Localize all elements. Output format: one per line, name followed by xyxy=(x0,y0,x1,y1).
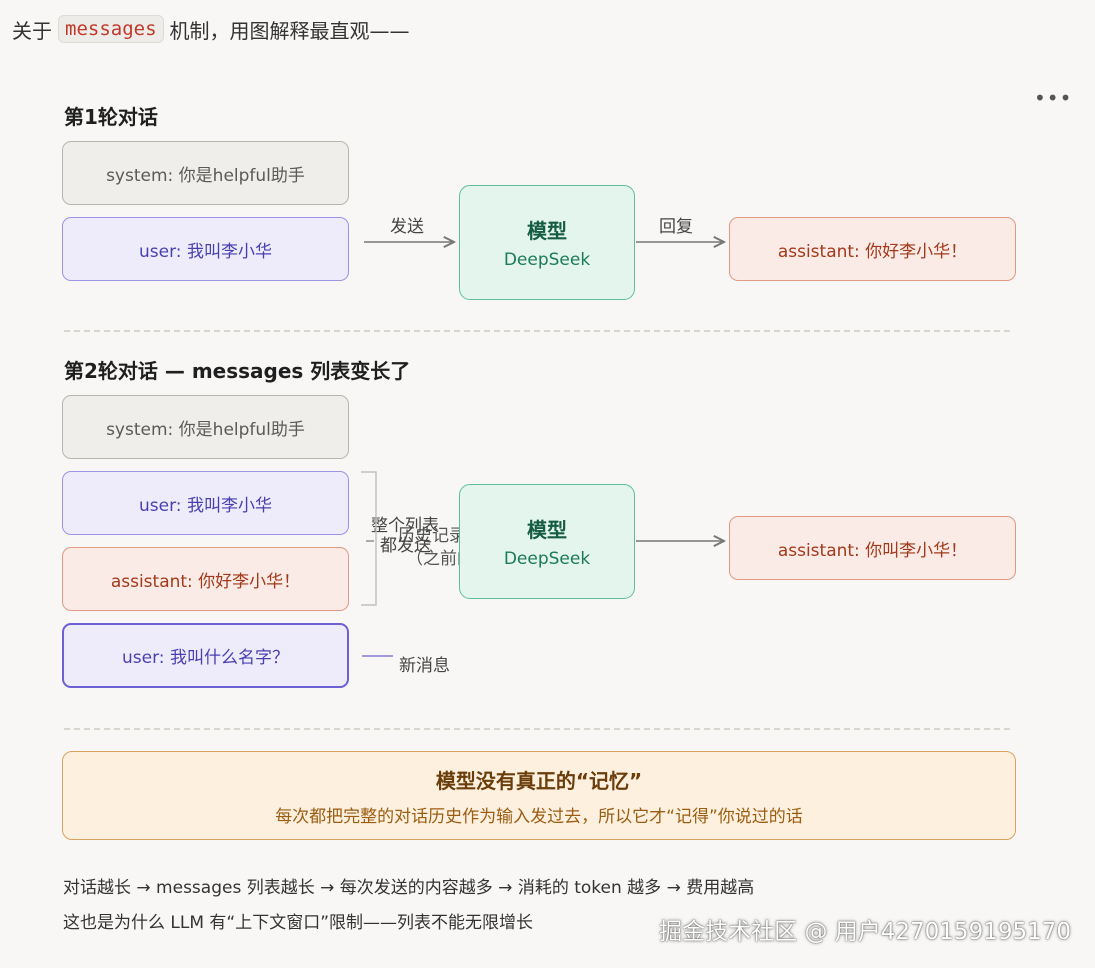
round2-model-title: 模型 xyxy=(527,518,567,542)
send-note-2: 都发送 xyxy=(380,536,431,556)
reply-label: 回复 xyxy=(659,217,693,237)
history-note: 历史记录 xyxy=(398,526,466,546)
round2-user-message-1: user: 我叫李小华 xyxy=(62,471,349,535)
round1-model-name: DeepSeek xyxy=(503,250,591,270)
round1-system-text: system: 你是helpful助手 xyxy=(106,165,305,186)
round2-user2-text: user: 我叫什么名字？ xyxy=(122,648,289,668)
round2-assistant1-text: assistant: 你好李小华！ xyxy=(110,571,301,592)
send-note-1: 整个列表 xyxy=(371,516,439,536)
summary-subtitle: 每次都把完整的对话历史作为输入发过去，所以它才“记得”你说过的话 xyxy=(275,806,803,827)
round1-user-message: user: 我叫李小华 xyxy=(62,217,349,281)
round2-title: 第2轮对话 — messages 列表变长了 xyxy=(64,359,411,383)
round2-system-text: system: 你是helpful助手 xyxy=(106,419,305,440)
round2-user1-text: user: 我叫李小华 xyxy=(139,495,272,516)
summary-title: 模型没有真正的“记忆” xyxy=(435,768,643,793)
intro-before: 关于 xyxy=(12,18,52,43)
round2-model-name: DeepSeek xyxy=(503,549,591,569)
divider-2 xyxy=(64,728,1010,730)
round2-model-box: 模型 DeepSeek xyxy=(459,484,635,599)
send-label: 发送 xyxy=(390,217,424,237)
round1-model-title: 模型 xyxy=(527,219,567,243)
footer-line-2: 这也是为什么 LLM 有“上下文窗口”限制——列表不能无限增长 xyxy=(63,913,534,933)
round2-system-message: system: 你是helpful助手 xyxy=(62,395,349,459)
divider-1 xyxy=(64,330,1010,332)
new-message-label: 新消息 xyxy=(399,656,450,676)
round2-assistant-message-1: assistant: 你好李小华！ xyxy=(62,547,349,611)
inline-code-messages: messages xyxy=(58,15,164,43)
intro-line: 关于 messages 机制，用图解释最直观—— xyxy=(12,12,410,46)
round1-title: 第1轮对话 xyxy=(64,105,158,129)
round2-assistant-reply-text: assistant: 你叫李小华！ xyxy=(777,540,968,561)
more-options-icon[interactable]: ••• xyxy=(1034,86,1073,110)
summary-box: 模型没有真正的“记忆” 每次都把完整的对话历史作为输入发过去，所以它才“记得”你… xyxy=(62,751,1016,840)
intro-after: 机制，用图解释最直观—— xyxy=(169,18,410,43)
round1-system-message: system: 你是helpful助手 xyxy=(62,141,349,205)
round1-user-text: user: 我叫李小华 xyxy=(139,241,272,262)
round1-assistant-text: assistant: 你好李小华！ xyxy=(777,241,968,262)
watermark: 掘金技术社区 @ 用户4270159195170 xyxy=(659,919,1071,945)
round1-assistant-message: assistant: 你好李小华！ xyxy=(729,217,1016,281)
round2-assistant-reply: assistant: 你叫李小华！ xyxy=(729,516,1016,580)
round1-model-box: 模型 DeepSeek xyxy=(459,185,635,300)
footer-line-1: 对话越长 → messages 列表越长 → 每次发送的内容越多 → 消耗的 t… xyxy=(63,878,755,898)
history-bracket xyxy=(361,471,377,606)
round2-user-message-2: user: 我叫什么名字？ xyxy=(62,623,349,688)
